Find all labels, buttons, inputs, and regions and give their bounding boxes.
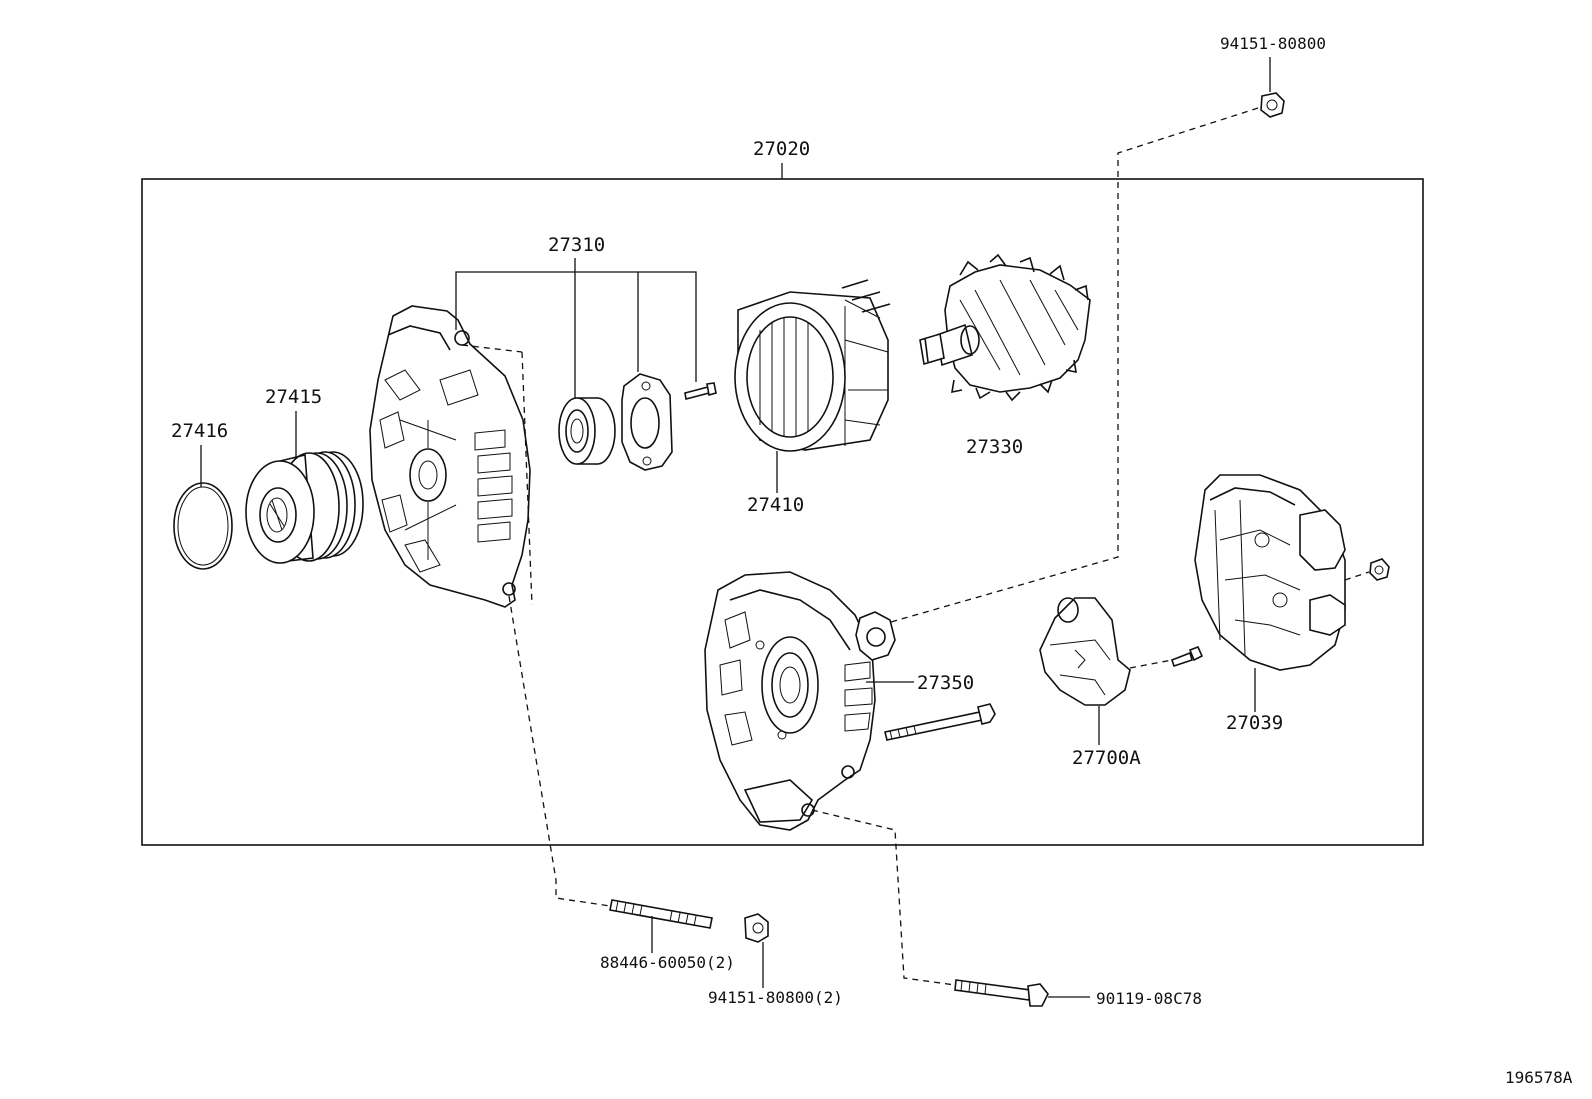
- label-bolt[interactable]: 90119-08C78: [1096, 989, 1202, 1008]
- label-stator[interactable]: 27410: [747, 494, 804, 516]
- drive-end-frame: [369, 305, 531, 608]
- label-bearing-set[interactable]: 27310: [548, 234, 605, 256]
- snap-ring: [173, 482, 233, 570]
- retainer-plate: [621, 373, 673, 471]
- label-top-nut[interactable]: 94151-80800: [1220, 34, 1326, 53]
- rear-cover: [1194, 474, 1346, 671]
- label-rotor[interactable]: 27330: [966, 436, 1023, 458]
- label-rear-frame[interactable]: 27350: [917, 672, 974, 694]
- rear-frame: [704, 571, 876, 831]
- label-regulator[interactable]: 27700A: [1072, 747, 1141, 769]
- cover-nut: [1369, 558, 1390, 581]
- nut-pair: [744, 913, 769, 943]
- regulator: [1039, 597, 1131, 706]
- bolt: [954, 979, 1049, 1007]
- bearing: [558, 397, 616, 465]
- stud: [609, 899, 713, 929]
- rear-bearing-cap: [855, 611, 896, 661]
- assembly-label[interactable]: 27020: [753, 138, 810, 160]
- through-bolt: [884, 703, 996, 741]
- label-snap-ring[interactable]: 27416: [171, 420, 228, 442]
- pulley: [245, 451, 364, 564]
- retainer-screw: [684, 382, 717, 400]
- label-rear-cover[interactable]: 27039: [1226, 712, 1283, 734]
- diagram-id: 196578A: [1505, 1068, 1573, 1087]
- stator: [734, 279, 891, 452]
- top-nut: [1260, 92, 1285, 118]
- label-stud[interactable]: 88446-60050(2): [600, 953, 735, 972]
- label-pulley[interactable]: 27415: [265, 386, 322, 408]
- rotor: [919, 253, 1091, 402]
- regulator-screw: [1171, 645, 1204, 668]
- label-nut-pair[interactable]: 94151-80800(2): [708, 988, 843, 1007]
